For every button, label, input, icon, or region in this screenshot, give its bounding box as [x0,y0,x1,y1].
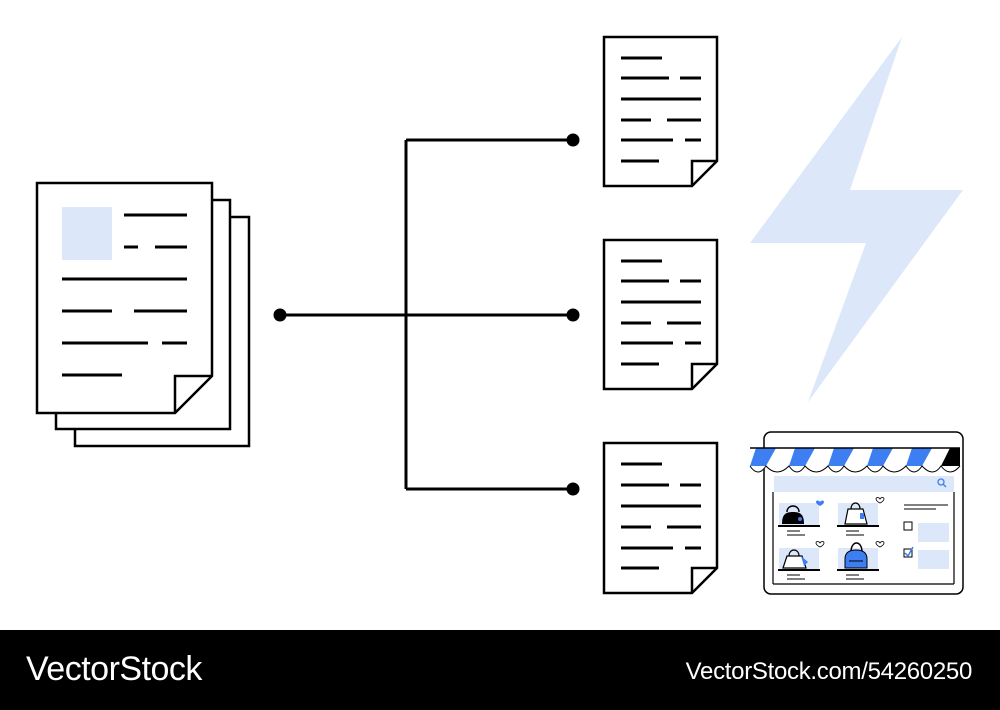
checkbox-icon [903,521,913,531]
connector-lines [280,138,572,491]
document-icon [602,35,719,188]
document-icon [602,238,719,391]
connector-dots [273,133,580,496]
handbag-icon [844,502,868,525]
heart-icon [816,500,824,506]
online-store-icon [749,431,964,595]
awning [749,447,961,473]
heart-icon [875,497,885,504]
handbag-icon [782,549,808,569]
handbag-icon [844,542,868,569]
handbag-icon [782,505,804,524]
brand-logo: VectorStock [26,650,202,688]
illustration [35,35,964,595]
search-icon [937,478,947,488]
heart-icon [875,541,885,548]
heart-icon [815,541,825,548]
lightning-bolt-icon [750,37,963,402]
footer-bar: VectorStock VectorStock.com/54260250 [0,630,1000,710]
image-id-label: VectorStock.com/54260250 [685,658,973,685]
document-stack-icon [35,181,251,448]
document-icon [602,441,719,595]
